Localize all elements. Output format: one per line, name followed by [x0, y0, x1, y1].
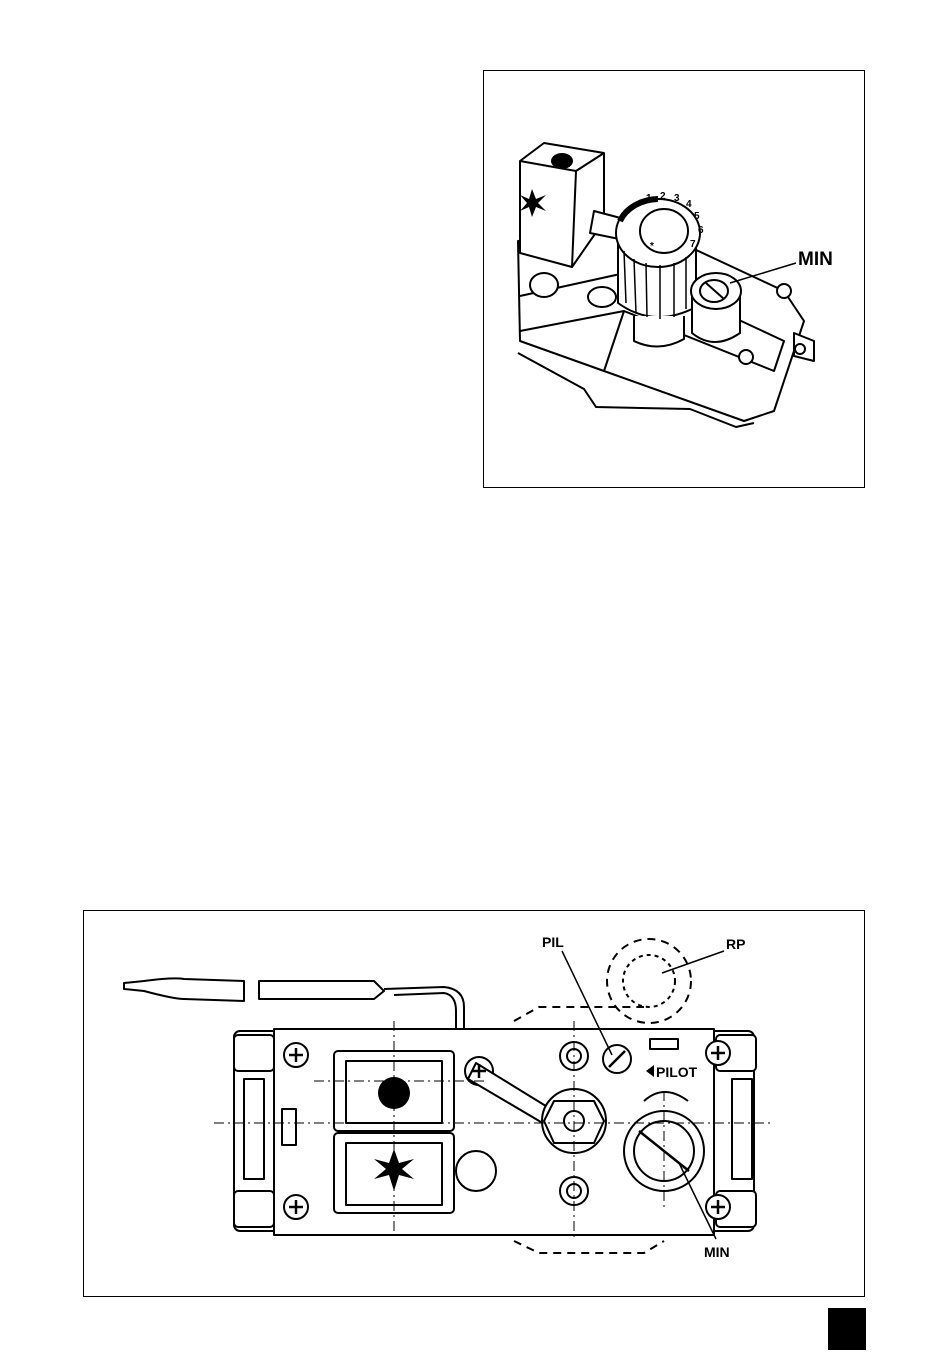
figure-valve-perspective: 1 2 3 4 5 6 7 * MIN	[483, 70, 865, 488]
label-rp: RP	[726, 936, 745, 952]
dial-number-1: 1	[646, 193, 652, 204]
button-dot-icon	[551, 153, 573, 169]
dial-number-3: 3	[674, 193, 680, 204]
dial-number-4: 4	[686, 199, 692, 210]
figure-valve-front: PIL RP PILOT MIN	[83, 910, 865, 1297]
dial-number-2: 2	[660, 191, 666, 202]
valve-front-drawing: PIL RP PILOT MIN	[84, 911, 864, 1296]
dial-number-7: 7	[690, 239, 696, 250]
label-min-top: MIN	[798, 249, 833, 270]
page-tab-marker	[828, 1308, 866, 1350]
button-dot-icon	[378, 1077, 410, 1109]
dial-number-6: 6	[698, 225, 704, 236]
dial-number-5: 5	[694, 211, 700, 222]
valve-perspective-drawing: 1 2 3 4 5 6 7 * MIN	[484, 71, 864, 487]
label-pilot: PILOT	[656, 1064, 698, 1080]
label-pil: PIL	[542, 934, 564, 950]
dial-star: *	[650, 241, 654, 252]
label-min-bottom: MIN	[704, 1244, 730, 1260]
